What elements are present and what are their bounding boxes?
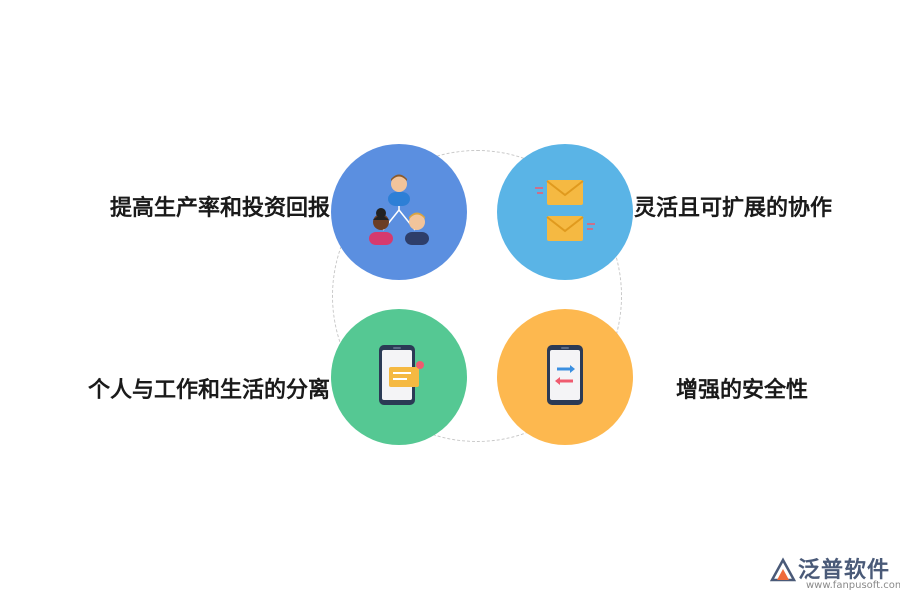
phone-message-icon [379,345,424,405]
connector-ring [332,150,622,442]
phone-transfer-icon [547,345,583,405]
label-security: 增强的安全性 [676,378,809,403]
logo-name: 泛普软件 [798,558,891,583]
label-collaboration: 灵活且可扩展的协作 [634,196,833,221]
team-people-icon [369,174,429,245]
envelopes-icon [535,180,595,241]
label-separation: 个人与工作和生活的分离 [87,378,330,403]
label-productivity: 提高生产率和投资回报 [109,196,330,221]
security-circle [497,309,633,445]
logo-url: www.fanpusoft.com [806,580,900,591]
collaboration-circle [497,144,633,280]
team-circle [331,144,467,280]
separation-circle [331,309,467,445]
brand-logo: 泛普软件 www.fanpusoft.com [768,552,900,596]
logo-mark-icon [769,557,797,582]
